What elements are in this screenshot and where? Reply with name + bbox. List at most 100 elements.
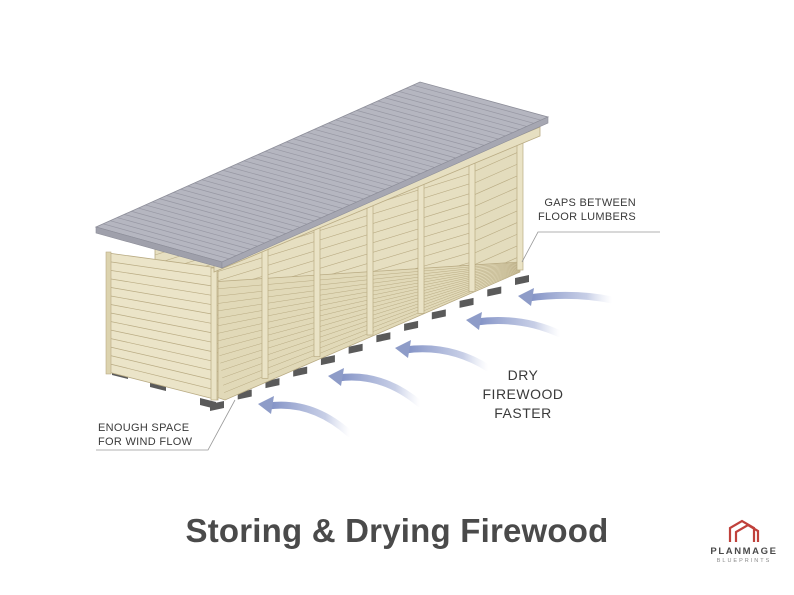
roof-rib [250,157,379,193]
wind-space-callout-line-2: FOR WIND FLOW [98,436,193,448]
roof-rib [102,223,230,260]
roof-corrugation [102,84,542,260]
dry-label-line-3: FASTER [494,405,552,421]
roof-rib [398,91,527,127]
left-slat [107,278,219,297]
roof-rib [293,138,421,175]
roof-rib [412,84,542,121]
concrete-block [200,398,216,409]
wind-space-callout: ENOUGH SPACE FOR WIND FLOW [98,421,192,449]
brand-logo: PLANMAGE BLUEPRINTS [704,518,784,578]
roof-rib [109,220,237,257]
wind-arrow-head [328,368,344,386]
right-slat [469,186,521,209]
concrete-block [487,286,502,297]
roof-rib [335,119,464,156]
roof-rib [321,125,449,162]
wind-space-callout-line-1: ENOUGH SPACE [98,422,190,434]
front-post [366,198,374,336]
front-post [516,129,524,271]
front-post [210,267,218,401]
wind-arrow-head [395,340,411,358]
right-slat [469,174,521,197]
roof-rib [145,204,272,241]
left-slat [107,303,219,325]
roof-rib [342,116,471,153]
gaps-callout-line-2: FLOOR LUMBERS [538,211,637,223]
roof-rib [159,198,286,234]
dry-firewood-label: DRY FIREWOOD FASTER [458,366,588,423]
wind-arrow [518,288,616,306]
logo-subtitle: BLUEPRINTS [716,558,772,564]
gaps-callout: GAPS BETWEEN FLOOR LUMBERS [538,196,636,224]
left-slat [107,312,219,335]
space-leader-line [96,399,236,451]
wind-arrow-shaft [472,317,564,338]
right-slat [469,162,521,186]
page-title: Storing & Drying Firewood [185,512,609,549]
front-post [313,221,321,358]
right-slat [469,209,521,232]
right-slat [469,151,521,174]
roof-rib [307,132,435,168]
gaps-callout-line-1: GAPS BETWEEN [544,197,637,209]
left-slat [107,269,219,288]
right-slat [469,244,521,267]
wind-arrow [466,312,564,338]
left-slat [107,286,219,307]
roof-side-edge [221,116,549,269]
left-slat [107,295,219,316]
house-outline-icon [728,519,760,542]
front-post [468,152,476,293]
corner-post [105,251,112,375]
left-slat [107,320,219,344]
roof-rib [363,106,492,143]
left-slat [107,354,219,382]
left-slat [107,337,219,363]
roof-rib [229,166,357,203]
wind-arrow-shaft [401,345,492,372]
roof-rib [391,94,520,130]
concrete-block [348,343,363,354]
roof-rib [356,110,485,146]
wind-arrow [395,340,492,372]
concrete-block [376,332,391,343]
logo-name: PLANMAGE [710,546,778,557]
left-slat [107,363,219,391]
roof-rib [405,87,534,124]
left-slat [107,329,219,354]
wind-arrow-head [518,288,534,306]
roof-rib [271,147,400,184]
left-slat [107,261,219,278]
concrete-blocks [112,275,529,411]
left-end-wall-slats [105,251,219,391]
wind-arrow-shaft [524,291,616,304]
dry-label-line-2: FIREWOOD [482,386,564,402]
left-slat [107,346,219,373]
roof-rib [117,217,244,253]
concrete-block [320,355,335,366]
wind-arrow [328,368,424,408]
wind-arrow-head [466,312,482,330]
wind-arrow-icon [258,288,616,438]
roof-rib [194,182,322,219]
roof-rib [264,151,393,187]
right-slat [469,232,521,256]
front-post [261,244,269,379]
roof-rib [180,188,308,225]
roof-rib [124,214,251,250]
roof-rib [215,173,343,209]
dry-label-line-1: DRY [507,367,539,383]
roof-rib [152,201,279,238]
roof-rib [173,191,301,228]
wind-arrow-shaft [334,373,424,408]
roof-rib [286,141,414,178]
roof-rib [349,113,478,149]
right-slat [469,197,521,221]
roof-rib [222,169,350,206]
roof-rib [370,103,499,140]
roof-rib [314,128,442,165]
roof-rib [279,144,407,181]
wind-arrow [258,396,354,438]
